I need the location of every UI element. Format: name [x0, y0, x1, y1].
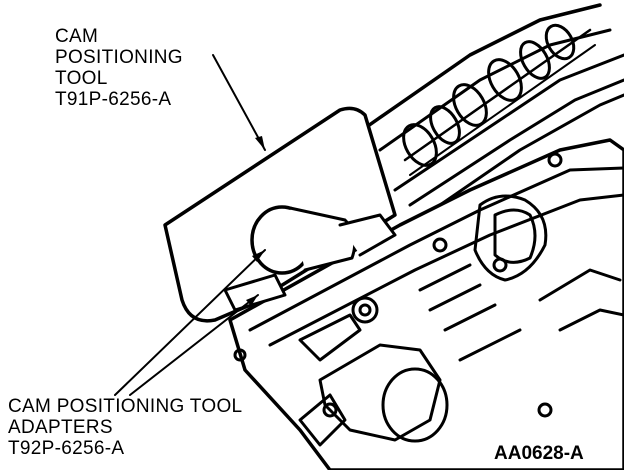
bolt-hole-6 [322, 402, 338, 418]
cam-tool-label-line2: POSITIONING [55, 47, 183, 68]
cam-tool-label-line3: TOOL [55, 68, 108, 89]
port-lower [298, 393, 347, 447]
right-side-details [538, 268, 624, 332]
adapters-label-line1: CAM POSITIONING TOOL [8, 396, 243, 417]
adapters-label-line2: ADAPTERS [8, 417, 113, 438]
bolt-hole-1 [351, 296, 379, 324]
adapter-lower-pin [223, 273, 287, 312]
cam-tool-label-line4: T91P-6256-A [55, 89, 172, 110]
camshaft-lower [409, 44, 596, 176]
cam-lobe-3 [452, 83, 488, 127]
cam-positioning-tool-label: CAM POSITIONING TOOL T91P-6256-A [55, 26, 183, 110]
head-lower-edge [268, 193, 624, 347]
arrowhead-cam-tool [255, 136, 265, 150]
figure-id: AA0628-A [494, 443, 584, 464]
port-left [298, 313, 362, 362]
cam-positioning-tool-adapters-label: CAM POSITIONING TOOL ADAPTERS T92P-6256-… [8, 396, 242, 459]
cam-cover-rail-lower [393, 53, 624, 192]
bolt-hole-2 [432, 237, 448, 253]
leader-adapters-2 [129, 294, 259, 396]
surface-ribs [418, 263, 522, 362]
arrowhead-adapters-1 [252, 250, 265, 262]
leader-adapters-1 [114, 249, 266, 396]
cam-tool-label-line1: CAM [55, 26, 99, 47]
cam-cover-rail [363, 3, 602, 130]
cam-lobe-4 [487, 58, 523, 102]
bolt-hole-1-inner [358, 303, 372, 317]
cam-lobe-5 [519, 40, 551, 80]
bolt-hole-7 [547, 152, 563, 168]
camshaft [403, 28, 592, 162]
arrowhead-adapters-2 [246, 295, 258, 306]
head-bolt-boss-inner [493, 208, 537, 264]
cam-lobe-1 [402, 123, 438, 167]
head-bolt-boss [473, 194, 548, 282]
adapters-label-line3: T92P-6256-A [8, 438, 125, 459]
chamber-bore [381, 367, 449, 443]
adapter-shaft [338, 213, 397, 257]
leader-cam-tool [212, 54, 266, 151]
cam-lobe-6 [544, 23, 576, 61]
bolt-hole-5 [233, 348, 247, 362]
cam-cover-rail-lower2 [408, 78, 624, 207]
cam-bearing-edge [438, 93, 624, 207]
bolt-hole-4 [537, 402, 553, 418]
bolt-hole-3 [492, 257, 508, 273]
